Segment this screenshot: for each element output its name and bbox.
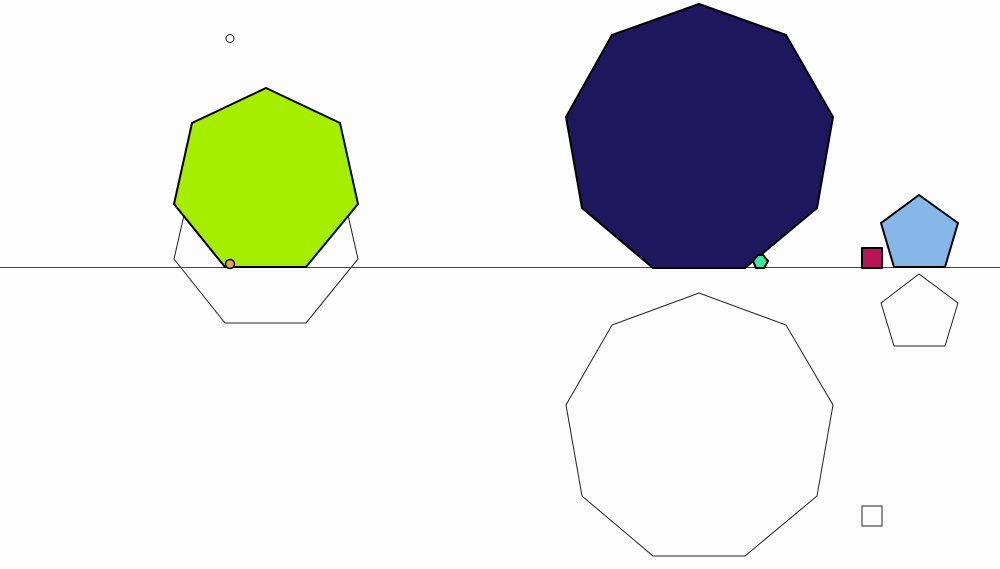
small-circle-outline (225, 34, 235, 43)
crimson-square-outline (861, 505, 883, 527)
navy-nonagon (565, 3, 834, 269)
navy-nonagon-outline (565, 292, 834, 557)
crimson-square (861, 247, 883, 269)
green-heptagon (173, 87, 359, 268)
blue-pentagon (880, 194, 959, 268)
teal-small-polygon (752, 254, 769, 269)
orange-dot (224, 258, 236, 270)
blue-pentagon-outline (880, 273, 959, 347)
